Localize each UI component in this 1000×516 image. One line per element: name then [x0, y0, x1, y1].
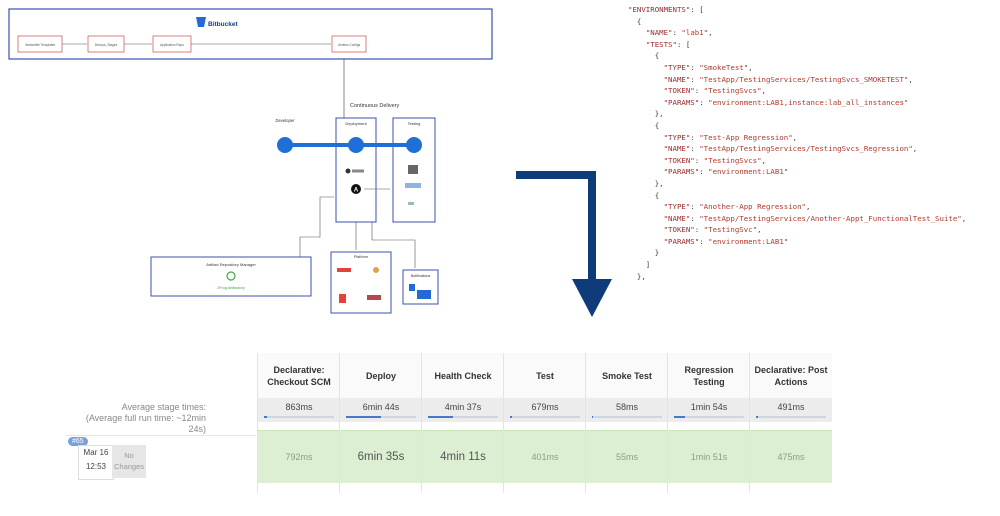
notifications-icon	[409, 284, 431, 299]
stage-avg-bar-fill	[592, 416, 594, 418]
stage-run-cell[interactable]: 401ms	[504, 430, 586, 483]
stage-avg-bar	[756, 416, 826, 418]
code-line: "ENVIRONMENTS": [	[628, 5, 704, 14]
stage-avg-bar	[346, 416, 416, 418]
stage-avg-bar-fill	[510, 416, 513, 418]
bitbucket-box-apprepo-label: Application Repo	[160, 43, 184, 47]
notifications-box	[402, 269, 439, 305]
stage-avg-time: 4min 37s	[422, 398, 504, 422]
stage-avg-bar	[592, 416, 662, 418]
stage-avg-value: 58ms	[615, 402, 638, 412]
stage-column: Test 679ms 401ms	[503, 353, 586, 493]
no-changes-label: No Changes	[112, 445, 146, 478]
stage-column: Declarative: Checkout SCM 863ms 792ms	[257, 353, 340, 493]
environments-json-code: "ENVIRONMENTS": [ { "NAME": "lab1", "TES…	[628, 5, 967, 281]
artifact-manager-label: Artifact Repository Manager	[206, 262, 256, 267]
deployment-label: Deployment	[345, 121, 367, 126]
stage-avg-bar	[510, 416, 580, 418]
stage-avg-value: 863ms	[285, 402, 313, 412]
build-date-card[interactable]: Mar 16 12:53	[78, 445, 114, 480]
continuous-delivery-title: Continuous Delivery	[350, 103, 399, 109]
stage-avg-time: 6min 44s	[340, 398, 422, 422]
stage-name: Smoke Test	[586, 353, 668, 398]
stage-avg-bar-fill	[674, 416, 685, 418]
average-stage-times-label: Average stage times: (Average full run t…	[60, 402, 206, 435]
jfrog-brand: JFrog Artifactory	[217, 286, 245, 290]
stage-run-cell[interactable]: 6min 35s	[340, 430, 422, 483]
stage-avg-bar-fill	[346, 416, 381, 418]
stage-avg-time: 679ms	[504, 398, 586, 422]
bitbucket-box-jenkinsfile-label: Jenkinsfile Templates	[25, 43, 56, 47]
stage-avg-value: 1min 54s	[690, 402, 728, 412]
bitbucket-box-jenkinsconfigs-label: Jenkins Configs	[338, 43, 361, 47]
stage-run-cell[interactable]: 55ms	[586, 430, 668, 483]
avg-stage-label: Average stage times:	[121, 402, 206, 412]
bitbucket-container	[8, 8, 493, 60]
jfrog-icon	[226, 271, 236, 281]
avg-full-run-label-2: 24s)	[188, 424, 206, 434]
stage-run-cell[interactable]: 475ms	[750, 430, 832, 483]
developer-label: Developer	[275, 118, 295, 123]
ansible-icon: A	[351, 184, 361, 194]
stage-name: Declarative: Checkout SCM	[258, 353, 340, 398]
stage-avg-value: 6min 44s	[362, 402, 400, 412]
stage-column: Smoke Test 58ms 55ms	[585, 353, 668, 493]
build-time: 12:53	[85, 462, 107, 471]
platform-label: Platform	[354, 255, 368, 259]
stage-run-cell[interactable]: 792ms	[258, 430, 340, 483]
stage-run-cell[interactable]: 1min 51s	[668, 430, 750, 483]
avg-full-run-label: (Average full run time: ~12min	[85, 413, 206, 423]
stage-avg-bar	[674, 416, 744, 418]
artifact-manager-box	[150, 256, 312, 297]
bitbucket-brand: Bitbucket	[208, 21, 238, 28]
stage-avg-bar-fill	[756, 416, 759, 418]
stage-run-cell[interactable]: 4min 11s	[422, 430, 504, 483]
stage-avg-value: 4min 37s	[444, 402, 482, 412]
bitbucket-box-devops-label: Devops_Stages	[95, 43, 118, 47]
stage-name: Declarative: Post Actions	[750, 353, 832, 398]
stage-column: Health Check 4min 37s 4min 11s	[421, 353, 504, 493]
stage-avg-time: 1min 54s	[668, 398, 750, 422]
stage-avg-time: 863ms	[258, 398, 340, 422]
stage-column: Regression Testing 1min 54s 1min 51s	[667, 353, 750, 493]
architecture-diagram: Bitbucket Jenkinsfile Templates Devops_S…	[8, 8, 493, 314]
developer-node	[277, 137, 293, 153]
stage-name: Deploy	[340, 353, 422, 398]
stage-avg-value: 491ms	[777, 402, 805, 412]
stage-avg-bar-fill	[428, 416, 453, 418]
platform-box	[330, 251, 392, 314]
deployment-tool-icon	[345, 168, 364, 174]
platform-icons	[337, 267, 381, 303]
notifications-label: Notifications	[411, 274, 431, 278]
testing-label: Testing	[408, 121, 421, 126]
stage-avg-value: 679ms	[531, 402, 559, 412]
build-badge[interactable]: #65	[68, 437, 88, 446]
stage-name: Health Check	[422, 353, 504, 398]
jenkins-stage-view: Average stage times: (Average full run t…	[60, 345, 840, 495]
stage-name: Regression Testing	[668, 353, 750, 398]
stage-avg-bar-fill	[264, 416, 267, 418]
deployment-node	[348, 137, 364, 153]
stage-column: Deploy 6min 44s 6min 35s	[339, 353, 422, 493]
testing-tool-icons	[405, 165, 421, 205]
flow-arrow-icon	[516, 171, 612, 317]
bitbucket-logo-icon	[196, 17, 206, 27]
testing-node	[406, 137, 422, 153]
bitbucket-box-jenkinsconfigs	[331, 35, 367, 53]
svg-text:A: A	[354, 188, 359, 194]
stage-avg-time: 491ms	[750, 398, 832, 422]
stage-name: Test	[504, 353, 586, 398]
build-date: Mar 16	[83, 448, 109, 457]
stage-column: Declarative: Post Actions 491ms 475ms	[749, 353, 832, 493]
stage-avg-bar	[428, 416, 498, 418]
stage-avg-bar	[264, 416, 334, 418]
stage-avg-time: 58ms	[586, 398, 668, 422]
